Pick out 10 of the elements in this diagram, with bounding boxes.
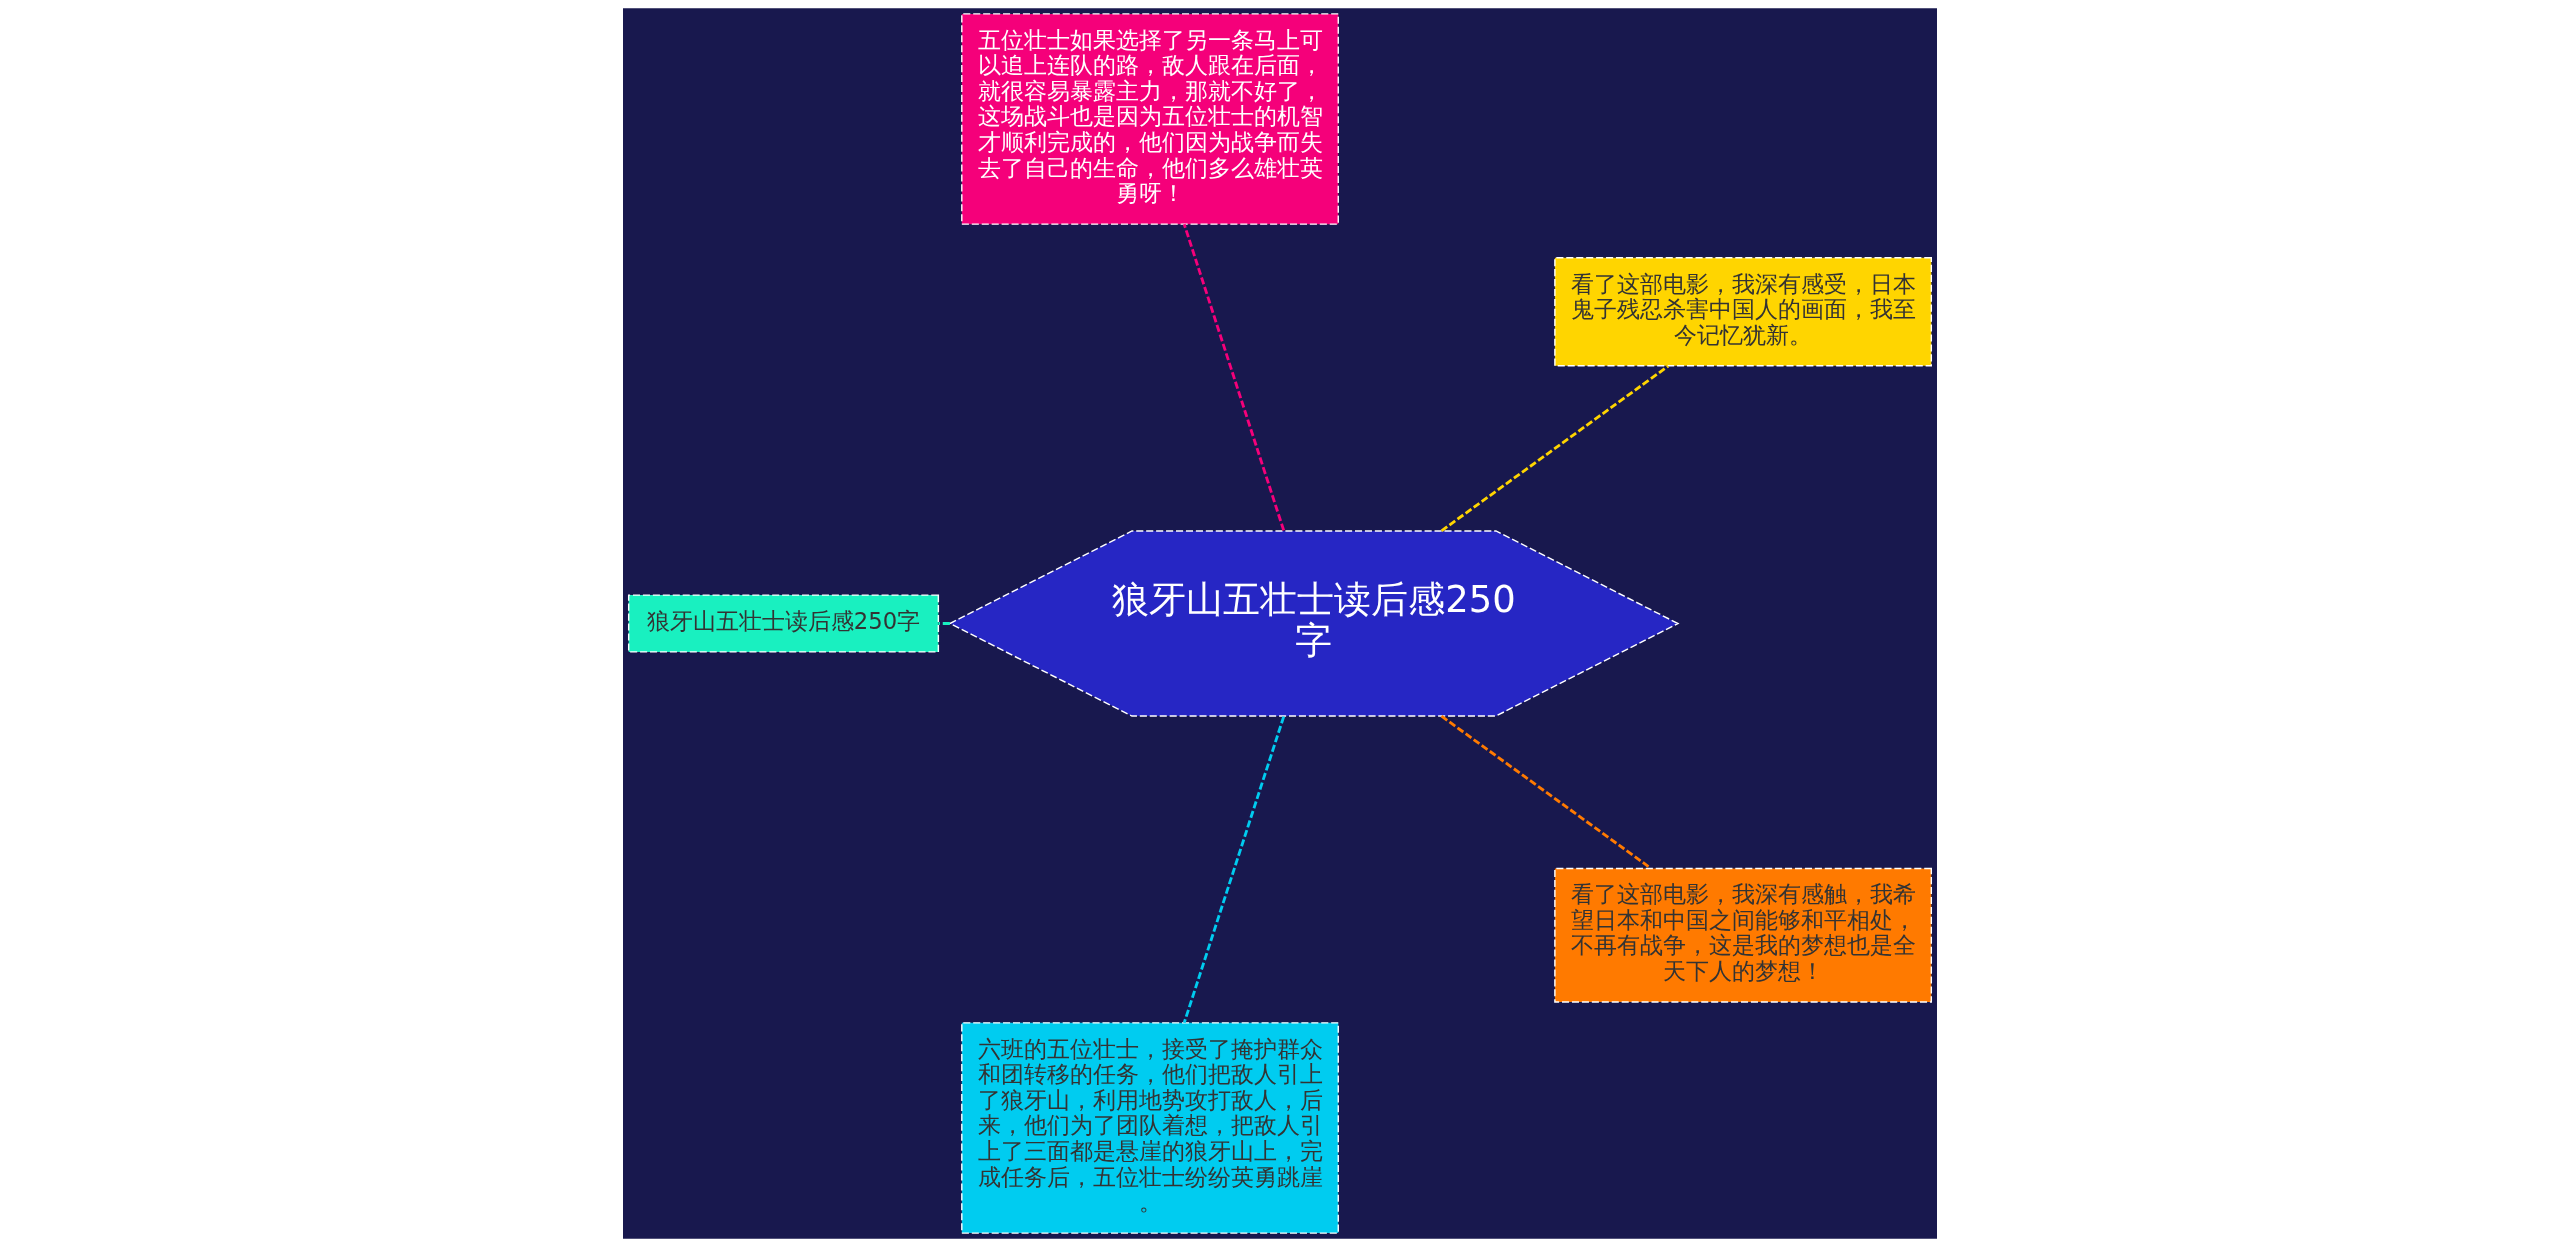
connector bbox=[1440, 715, 1652, 870]
node-box: 看了这部电影，我深有感受，日本鬼子残忍杀害中国人的画面，我至今记忆犹新。 bbox=[1554, 257, 1933, 367]
node-box: 狼牙山五壮士读后感250字 bbox=[627, 594, 940, 653]
connector bbox=[1182, 716, 1286, 1024]
node-box: 五位壮士如果选择了另一条马上可以追上连队的路，敌人跟在后面，就很容易暴露主力，那就不好了，这场战斗也是因为五位壮士的机智才顺利完成的，他们因为战争而失去了自己的生命，他们多么雄壮英勇呀！ bbox=[961, 13, 1339, 225]
node-box: 六班的五位壮士，接受了掩护群众和团转移的任务，他们把敌人引上了狼牙山，利用地势攻打敌人，后来，他们为了团队着想，把敌人引上了三面都是悬崖的狼牙山上，完成任务后，五位壮士纷纷英勇跳崖。 bbox=[961, 1022, 1339, 1234]
connector bbox=[1440, 364, 1670, 532]
node-box: 看了这部电影，我深有感触，我希望日本和中国之间能够和平相处，不再有战争，这是我的梦想也是全天下人的梦想！ bbox=[1554, 867, 1933, 1003]
connector bbox=[938, 622, 950, 625]
connector bbox=[1182, 223, 1286, 531]
